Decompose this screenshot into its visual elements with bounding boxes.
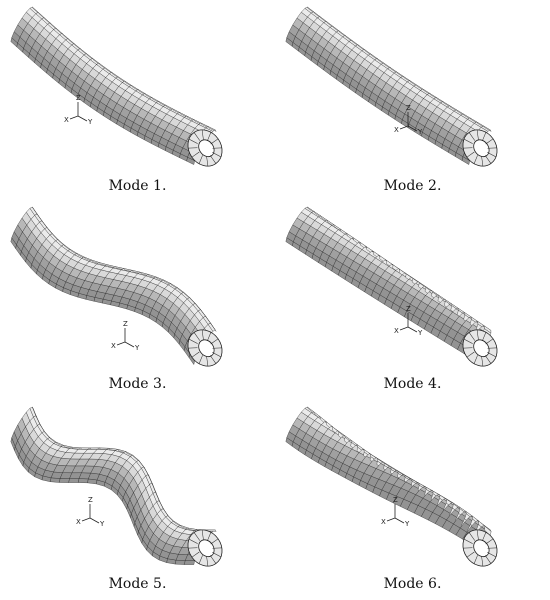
- mesh-element: [483, 125, 492, 132]
- mode-shape-plot: Z Y X: [285, 6, 498, 167]
- coordinate-triad: Z Y X: [64, 94, 93, 126]
- mesh-element: [174, 559, 186, 565]
- axis-label-x: X: [64, 116, 69, 124]
- axis-label-x: X: [111, 342, 116, 350]
- mode-panel: Z Y X: [0, 0, 275, 200]
- tube-mesh: [10, 206, 217, 366]
- mesh-element: [68, 478, 80, 483]
- mode-caption: Mode 4.: [383, 376, 442, 392]
- axis-label-x: X: [381, 518, 386, 526]
- tube-mesh: [285, 6, 492, 165]
- mode-shape-plot: Z Y X: [285, 206, 498, 367]
- mesh-element: [77, 478, 89, 484]
- tube-end-cap: [187, 529, 223, 567]
- axis-label-x: X: [394, 327, 399, 335]
- tube-end-cap: [462, 129, 498, 167]
- tube-end-cap: [462, 529, 498, 567]
- mode-caption: Mode 5.: [108, 576, 167, 592]
- mode-shape-plot: Z Y X: [10, 406, 223, 567]
- axis-label-z: Z: [406, 104, 411, 112]
- mode-shape-plot: Z Y X: [10, 6, 223, 167]
- tube-mesh: [285, 406, 492, 549]
- mode-panel: Z Y X: [275, 400, 550, 600]
- tube-end-cap: [462, 329, 498, 367]
- mode-panel: Z Y X: [0, 400, 275, 600]
- mode-caption: Mode 6.: [383, 576, 442, 592]
- coordinate-triad: Z Y X: [381, 496, 410, 528]
- tube-end-cap: [187, 129, 223, 167]
- axis-label-y: Y: [404, 520, 410, 528]
- mode-panel: Z Y X: [0, 200, 275, 400]
- tube-mesh: [10, 406, 217, 565]
- mode-caption: Mode 2.: [383, 178, 442, 194]
- mode-caption: Mode 1.: [108, 178, 167, 194]
- mode-shape-plot: Z Y X: [10, 206, 223, 367]
- coordinate-triad: Z Y X: [76, 496, 105, 528]
- axis-label-z: Z: [76, 94, 81, 102]
- tube-mesh: [10, 6, 217, 165]
- mesh-element: [207, 126, 217, 132]
- axis-label-y: Y: [417, 128, 423, 136]
- coordinate-triad: Z Y X: [394, 104, 423, 136]
- axis-label-y: Y: [417, 329, 423, 337]
- mesh-element: [210, 322, 217, 332]
- axis-label-y: Y: [87, 118, 93, 126]
- mesh-element: [184, 560, 195, 565]
- axis-label-x: X: [76, 518, 81, 526]
- axis-label-y: Y: [99, 520, 105, 528]
- axis-label-z: Z: [393, 496, 398, 504]
- mode-panel: Z Y X: [275, 200, 550, 400]
- mesh-element: [59, 478, 70, 483]
- mode-shape-plot: Z Y X: [285, 406, 498, 567]
- mode-caption: Mode 3.: [108, 376, 167, 392]
- axis-label-x: X: [394, 126, 399, 134]
- axis-label-y: Y: [134, 344, 140, 352]
- coordinate-triad: Z Y X: [111, 320, 140, 352]
- axis-label-z: Z: [406, 305, 411, 313]
- axis-label-z: Z: [123, 320, 128, 328]
- mode-panel: Z Y X: [275, 0, 550, 200]
- tube-mesh: [285, 206, 492, 358]
- axis-label-z: Z: [88, 496, 93, 504]
- tube-end-cap: [187, 329, 223, 367]
- coordinate-triad: Z Y X: [394, 305, 423, 337]
